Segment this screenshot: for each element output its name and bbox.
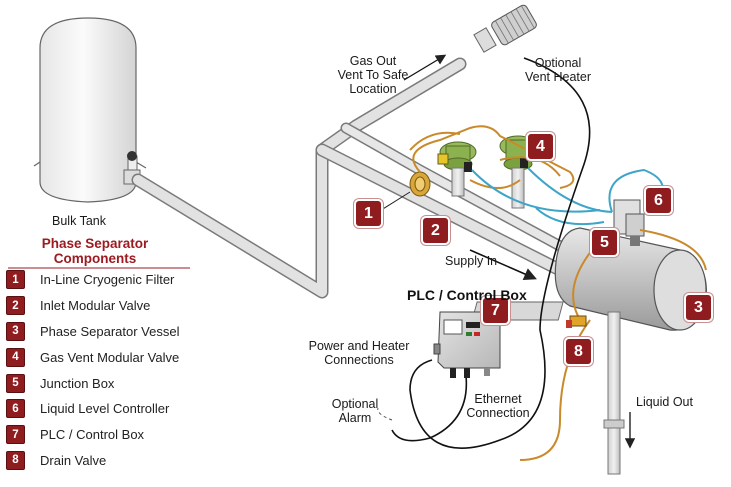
label-ethernet: Ethernet Connection: [466, 392, 530, 420]
cables: [391, 57, 591, 449]
legend-text: Phase Separator Vessel: [40, 323, 180, 339]
callout-3: 3: [686, 295, 711, 320]
legend: 1 In-Line Cryogenic Filter 2 Inlet Modul…: [6, 267, 194, 473]
legend-item: 3 Phase Separator Vessel: [6, 319, 194, 345]
callout-6: 6: [646, 188, 671, 213]
legend-item: 1 In-Line Cryogenic Filter: [6, 267, 194, 293]
label-bulk-tank: Bulk Tank: [52, 214, 106, 228]
callout-1: 1: [356, 201, 381, 226]
legend-text: Junction Box: [40, 375, 115, 391]
legend-badge: 8: [6, 450, 25, 470]
legend-text: Liquid Level Controller: [40, 401, 170, 417]
plc-box-title: PLC / Control Box: [407, 287, 527, 303]
plc-box: [433, 311, 501, 378]
legend-item: 6 Liquid Level Controller: [6, 396, 194, 422]
legend-badge: 6: [6, 399, 25, 419]
legend-badge: 5: [6, 373, 25, 393]
legend-badge: 2: [6, 296, 25, 316]
legend-badge: 4: [6, 347, 25, 367]
inline-filter: [409, 171, 431, 197]
label-optional-vent-heater: Optional Vent Heater: [524, 56, 591, 84]
gas-out-arrow: [403, 54, 447, 81]
callout-8: 8: [566, 339, 591, 364]
label-liquid-out: Liquid Out: [636, 395, 693, 409]
callout-leader: [377, 191, 411, 213]
level-controller: [613, 199, 645, 246]
legend-item: 2 Inlet Modular Valve: [6, 293, 194, 319]
legend-item: 8 Drain Valve: [6, 448, 194, 474]
label-gas-out: Gas Out Vent To Safe Location: [337, 54, 409, 96]
label-optional-alarm: Optional Alarm: [331, 397, 379, 425]
legend-badge: 1: [6, 270, 25, 290]
legend-text: Drain Valve: [40, 452, 107, 468]
label-power-heater: Power and Heater Connections: [308, 339, 410, 367]
legend-badge: 3: [6, 321, 25, 341]
callout-5: 5: [592, 230, 617, 255]
vent-heater: [473, 4, 537, 53]
callout-4: 4: [528, 134, 553, 159]
legend-text: In-Line Cryogenic Filter: [40, 272, 175, 288]
copper-tubing: [409, 125, 707, 461]
callout-2: 2: [423, 218, 448, 243]
legend-badge: 7: [6, 425, 25, 445]
callout-7: 7: [483, 298, 508, 323]
legend-item: 5 Junction Box: [6, 370, 194, 396]
legend-text: PLC / Control Box: [40, 427, 145, 443]
signal-wires: [471, 167, 664, 226]
supply-pipe: [131, 57, 567, 299]
legend-text: Inlet Modular Valve: [40, 298, 151, 314]
label-supply-in: Supply In: [445, 254, 498, 268]
legend-item: 4 Gas Vent Modular Valve: [6, 344, 194, 370]
bulk-tank: [33, 17, 147, 203]
legend-title: Phase Separator Components: [41, 236, 149, 266]
legend-text: Gas Vent Modular Valve: [40, 349, 180, 365]
legend-item: 7 PLC / Control Box: [6, 422, 194, 448]
drain-valve-body: [566, 315, 587, 328]
